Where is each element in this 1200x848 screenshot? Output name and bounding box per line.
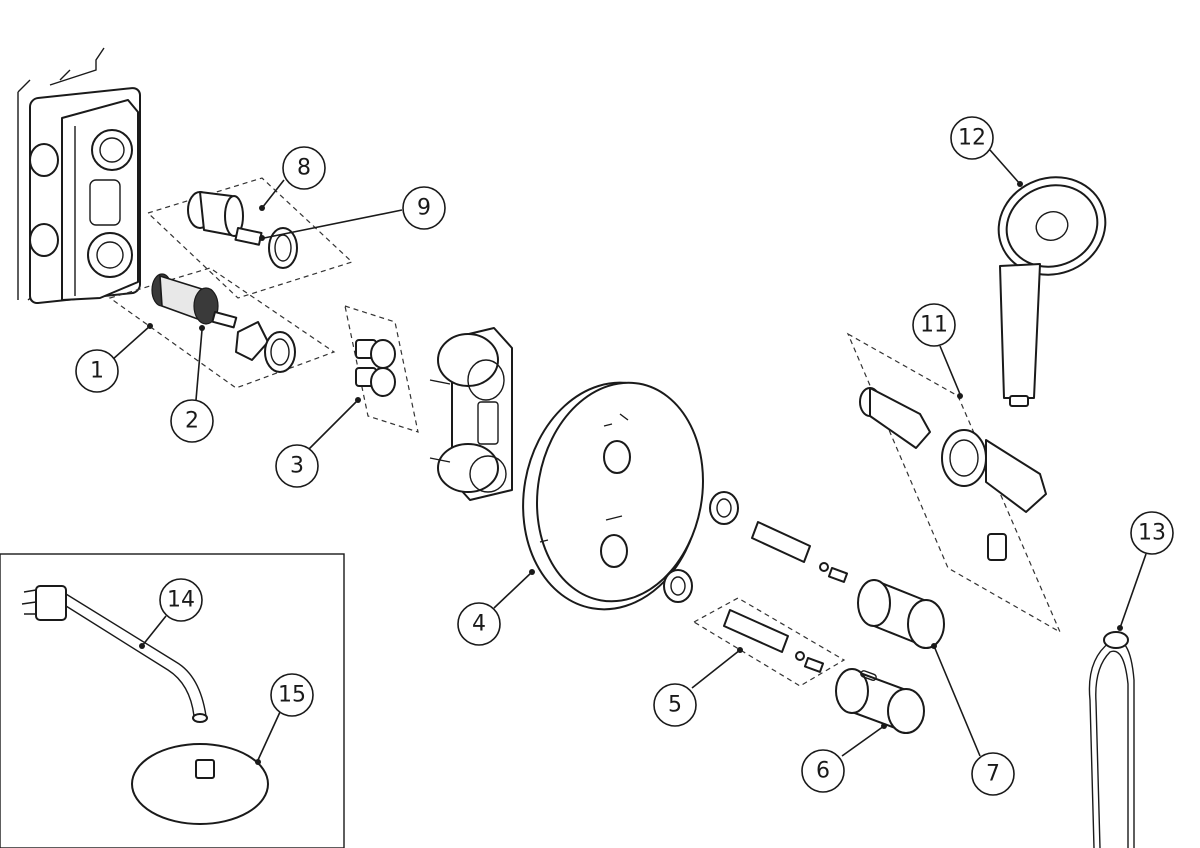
part-thermostatic-cartridge — [151, 273, 296, 373]
callout-label: 14 — [167, 588, 195, 613]
part-cover-plate — [522, 381, 704, 611]
part-diverter-cartridge — [187, 191, 298, 269]
part-rain-shower-head — [131, 743, 269, 825]
callout-label: 1 — [90, 359, 104, 384]
part-lower-knob — [835, 668, 925, 734]
part-upper-spindle — [709, 491, 849, 583]
group-outline-1 — [108, 267, 336, 389]
callout-15: 15 — [270, 673, 314, 717]
callout-11: 11 — [912, 303, 956, 347]
callout-label: 8 — [297, 156, 311, 181]
callout-label: 15 — [278, 683, 306, 708]
part-hand-shower — [997, 176, 1107, 407]
part-mounting-plate — [429, 327, 513, 501]
group-outline-5 — [692, 597, 846, 687]
callout-label: 4 — [472, 612, 486, 637]
callout-9: 9 — [402, 186, 446, 230]
callout-label: 5 — [668, 693, 682, 718]
callout-7: 7 — [971, 752, 1015, 796]
leader-lines — [111, 149, 1147, 765]
callout-label: 13 — [1138, 521, 1166, 546]
part-lower-spindle — [663, 569, 825, 673]
part-shower-arm — [21, 585, 208, 723]
callout-5: 5 — [653, 683, 697, 727]
callout-3: 3 — [275, 444, 319, 488]
callout-12: 12 — [950, 116, 994, 160]
callout-label: 9 — [417, 196, 431, 221]
part-upper-knob — [857, 579, 945, 649]
callout-6: 6 — [801, 749, 845, 793]
callout-label: 3 — [290, 454, 304, 479]
part-shower-bracket — [859, 387, 1047, 561]
callout-4: 4 — [457, 602, 501, 646]
callout-2: 2 — [170, 399, 214, 443]
group-outline-11 — [846, 332, 1062, 634]
part-check-valves — [355, 339, 396, 397]
callout-14: 14 — [159, 578, 203, 622]
callout-1: 1 — [75, 349, 119, 393]
part-shower-hose — [1088, 631, 1135, 848]
callout-13: 13 — [1130, 511, 1174, 555]
callout-8: 8 — [282, 146, 326, 190]
part-concealed-body — [17, 47, 141, 305]
callout-label: 12 — [958, 126, 986, 151]
callout-label: 2 — [185, 409, 199, 434]
callout-label: 6 — [816, 759, 830, 784]
callout-label: 7 — [986, 762, 1000, 787]
callout-label: 11 — [920, 313, 948, 338]
